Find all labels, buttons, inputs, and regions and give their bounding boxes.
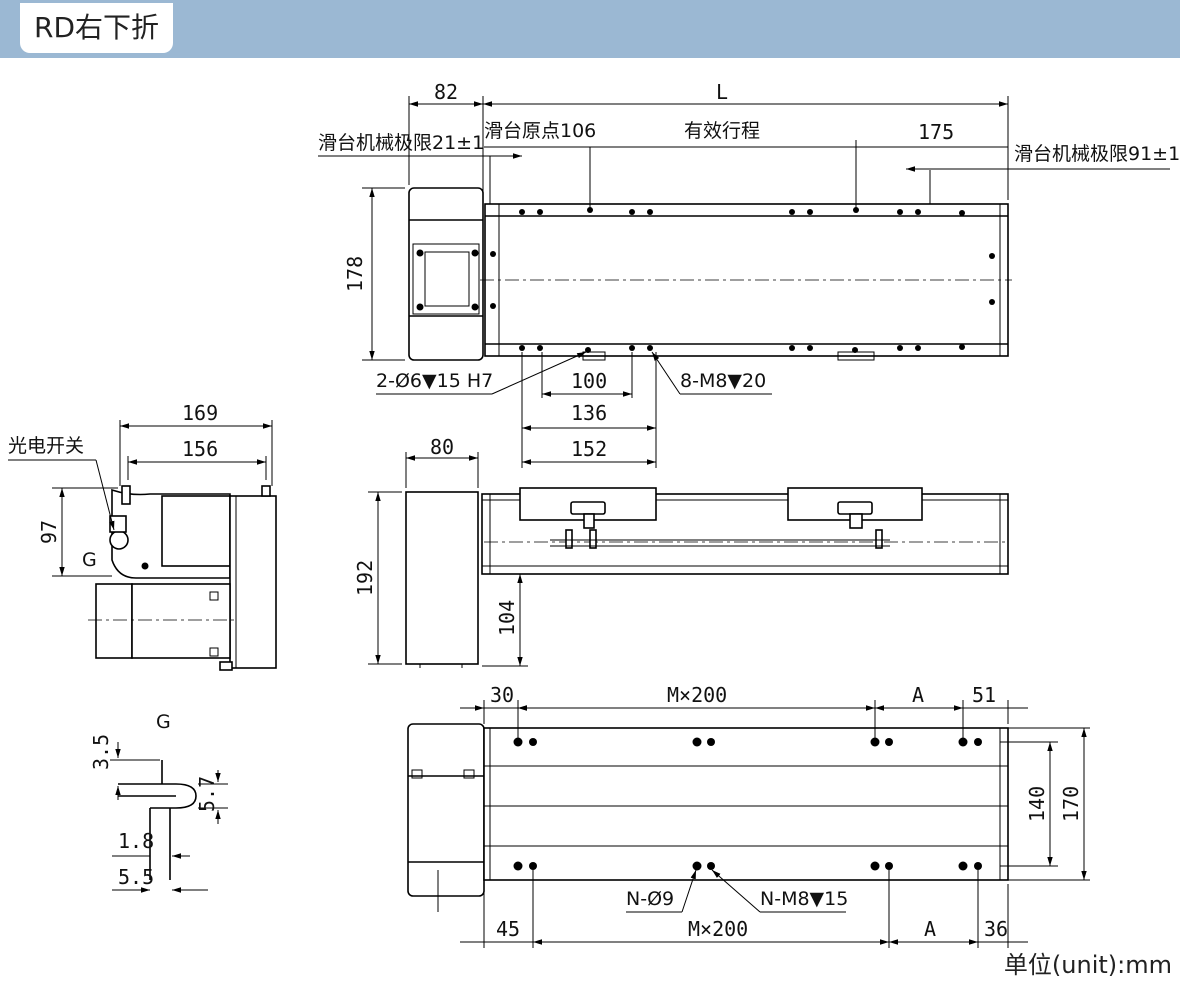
motor-block-top <box>408 187 484 361</box>
dim-l: L <box>716 80 728 104</box>
dim-97: 97 <box>37 520 61 544</box>
detail-g-marker: G <box>82 549 97 571</box>
dim-192: 192 <box>353 560 377 596</box>
dim-36: 36 <box>984 917 1008 941</box>
dim-178: 178 <box>343 256 367 292</box>
dim-140: 140 <box>1025 786 1049 822</box>
dim-origin-106: 滑台原点106 <box>484 120 596 142</box>
dim-30: 30 <box>490 683 514 707</box>
dim-136: 136 <box>571 401 607 425</box>
detail-g: G 3.5 5.7 1.8 5.5 <box>89 711 228 893</box>
dim-170: 170 <box>1059 786 1083 822</box>
limit-right-label: 滑台机械极限91±1 <box>1014 143 1180 165</box>
page-title: RD右下折 <box>20 3 174 53</box>
top-holes <box>490 207 995 353</box>
dim-a-bot: A <box>924 917 936 941</box>
dim-82: 82 <box>434 80 458 104</box>
limit-left-label: 滑台机械极限21±1 <box>318 132 484 154</box>
n-tap-callout: N-M8▼15 <box>760 888 848 910</box>
dim-5-7: 5.7 <box>195 776 219 812</box>
dim-51: 51 <box>972 683 996 707</box>
detail-g-title: G <box>156 711 171 733</box>
dim-5-5: 5.5 <box>118 865 154 889</box>
unit-note: 单位(unit):mm <box>1003 951 1172 979</box>
dim-1-8: 1.8 <box>118 829 154 853</box>
header-bar <box>0 0 1180 58</box>
dim-156: 156 <box>182 437 218 461</box>
top-view: 82 L 滑台原点106 有效行程 175 滑台机械极限21±1 滑台机械极限9… <box>318 80 1180 468</box>
dim-45: 45 <box>496 917 520 941</box>
dim-175: 175 <box>918 120 954 144</box>
dim-m200-top: M×200 <box>667 683 727 707</box>
effective-stroke-label: 有效行程 <box>684 120 760 142</box>
dim-100: 100 <box>571 369 607 393</box>
dim-169: 169 <box>182 401 218 425</box>
rail-body-bottom <box>483 727 1009 881</box>
n-hole-callout: N-Ø9 <box>626 888 674 910</box>
dim-104: 104 <box>495 600 519 636</box>
side-view: 80 192 104 <box>353 435 1009 668</box>
photoelectric-switch-label: 光电开关 <box>8 435 84 457</box>
pin-hole-callout: 2-Ø6▼15 H7 <box>376 370 493 392</box>
dim-3-5: 3.5 <box>89 734 113 770</box>
rail-body-top <box>484 203 1009 357</box>
bottom-view: 30 M×200 A 51 45 M×200 A 36 140 170 N-Ø9… <box>407 683 1090 948</box>
dim-152: 152 <box>571 437 607 461</box>
tap-hole-callout: 8-M8▼20 <box>680 370 766 392</box>
dim-80: 80 <box>430 435 454 459</box>
dim-a-top: A <box>912 683 924 707</box>
motor-end-side <box>95 583 133 659</box>
end-plate <box>229 495 277 669</box>
dim-m200-bot: M×200 <box>688 917 748 941</box>
bottom-holes <box>513 737 982 871</box>
motor-block-bottom <box>407 723 485 897</box>
motor-end-body <box>131 583 231 659</box>
motor-flange <box>412 243 480 315</box>
motor-block-side <box>405 491 479 665</box>
end-view: 169 156 光电开关 97 G <box>8 401 277 671</box>
